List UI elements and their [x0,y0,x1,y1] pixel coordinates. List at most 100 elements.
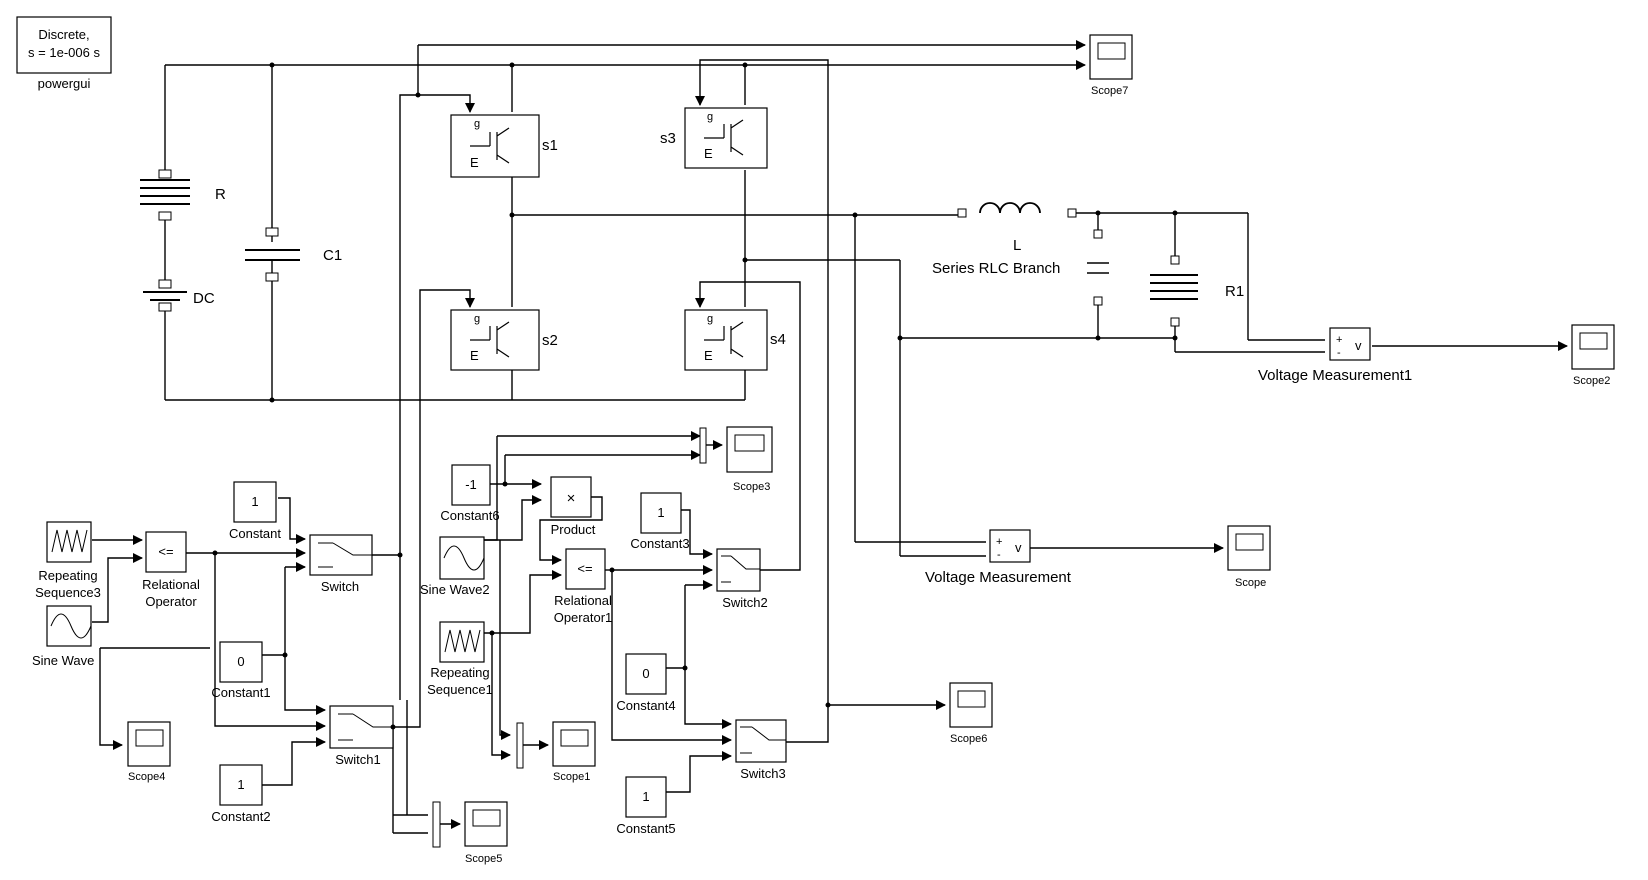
svg-text:Repeating: Repeating [38,568,97,583]
svg-text:1: 1 [642,789,649,804]
svg-text:1: 1 [237,777,244,792]
svg-text:Switch2: Switch2 [722,595,768,610]
svg-text:0: 0 [237,654,244,669]
resistor-r1[interactable]: R1 [1150,255,1244,327]
s3-g-port: g [707,111,713,123]
powergui-label: powergui [38,76,91,91]
svg-text:Scope4: Scope4 [128,771,165,783]
svg-text:-: - [1337,347,1341,359]
s2-e-port: E [470,348,479,363]
power-wires [164,40,1568,557]
scope2[interactable]: Scope2 [1571,324,1615,387]
switch1[interactable]: Switch1 [329,705,394,767]
s2-g-port: g [474,313,480,325]
powergui-sample-time: s = 1e-006 s [28,45,100,60]
svg-text:Scope5: Scope5 [465,853,502,865]
svg-text:Switch1: Switch1 [335,752,381,767]
svg-text:Sine Wave: Sine Wave [32,653,94,668]
s1-label: s1 [542,137,558,154]
igbt-s4[interactable]: g E s4 [684,309,786,371]
igbt-s3[interactable]: g E s3 [660,107,768,169]
s1-g-port: g [474,118,480,130]
constant1-block[interactable]: 0 Constant1 [211,641,271,700]
switch[interactable]: Switch [309,534,373,594]
c1-label: C1 [323,247,342,264]
svg-text:Constant6: Constant6 [440,508,499,523]
svg-text:Constant: Constant [229,526,281,541]
relational-operator[interactable]: <= Relational Operator [142,531,200,609]
constant-block[interactable]: 1 Constant [229,481,281,541]
svg-text:Switch: Switch [321,579,359,594]
switch3[interactable]: Switch3 [735,719,787,781]
svg-text:<=: <= [158,544,173,559]
svg-text:Constant5: Constant5 [616,821,675,836]
voltage-measurement[interactable]: + - v Voltage Measurement [925,529,1072,586]
svg-text:Operator: Operator [145,594,197,609]
s2-label: s2 [542,332,558,349]
svg-text:-1: -1 [465,477,477,492]
svg-text:Scope7: Scope7 [1091,85,1128,97]
sine-wave2[interactable]: Sine Wave2 [420,536,490,597]
resistor-r[interactable]: R [140,169,226,221]
svg-text:Switch3: Switch3 [740,766,786,781]
igbt-s1[interactable]: g E s1 [450,114,558,178]
s4-g-port: g [707,313,713,325]
powergui-block[interactable]: Discrete, s = 1e-006 s powergui [16,16,112,91]
capacitor-c1[interactable]: C1 [245,227,342,282]
mux-scope5[interactable] [432,801,441,848]
sine-wave[interactable]: Sine Wave [32,605,94,668]
constant5-block[interactable]: 1 Constant5 [616,776,676,836]
svg-text:Sequence3: Sequence3 [35,585,101,600]
scope[interactable]: Scope [1227,525,1271,589]
series-rlc-branch[interactable]: L Series RLC Branch [932,202,1109,306]
igbt-s2[interactable]: g E s2 [450,309,558,371]
scope1[interactable]: Scope1 [552,721,596,783]
repeating-sequence3[interactable]: Repeating Sequence3 [35,521,101,600]
svg-text:Scope: Scope [1235,577,1266,589]
relational-operator1[interactable]: <= Relational Operator1 [554,548,613,625]
svg-text:Scope2: Scope2 [1573,375,1610,387]
l-label: L [1013,237,1021,254]
scope6[interactable]: Scope6 [949,682,993,745]
s3-e-port: E [704,146,713,161]
svg-text:1: 1 [657,505,664,520]
s4-label: s4 [770,331,786,348]
vm1-label: Voltage Measurement1 [1258,367,1412,384]
s4-e-port: E [704,348,713,363]
svg-text:v: v [1015,540,1022,555]
junctions [212,62,1178,730]
repeating-sequence1[interactable]: Repeating Sequence1 [427,621,493,697]
constant4-block[interactable]: 0 Constant4 [616,653,676,713]
svg-text:+: + [1336,334,1342,346]
svg-text:0: 0 [642,666,649,681]
svg-text:1: 1 [251,494,258,509]
svg-text:Scope3: Scope3 [733,481,770,493]
vm-label: Voltage Measurement [925,569,1072,586]
constant2-block[interactable]: 1 Constant2 [211,764,271,824]
scope7[interactable]: Scope7 [1089,34,1133,97]
r-label: R [215,186,226,203]
svg-text:+: + [996,536,1002,548]
svg-text:Constant4: Constant4 [616,698,675,713]
product-block[interactable]: × Product [550,476,596,537]
voltage-measurement1[interactable]: + - v Voltage Measurement1 [1258,327,1412,384]
s1-e-port: E [470,155,479,170]
switch2[interactable]: Switch2 [716,548,768,610]
constant6-block[interactable]: -1 Constant6 [440,464,500,523]
dc-source[interactable]: DC [143,279,215,312]
scope5[interactable]: Scope5 [464,801,508,865]
svg-text:Constant3: Constant3 [630,536,689,551]
svg-text:<=: <= [577,561,592,576]
svg-text:Constant2: Constant2 [211,809,270,824]
svg-text:v: v [1355,338,1362,353]
scope4[interactable]: Scope4 [127,721,171,783]
svg-text:Constant1: Constant1 [211,685,270,700]
constant3-block[interactable]: 1 Constant3 [630,492,690,551]
mux-scope3[interactable] [699,427,707,464]
scope3[interactable]: Scope3 [726,426,773,493]
mux-scope1[interactable] [516,722,524,769]
svg-text:Product: Product [551,522,596,537]
svg-text:Sine Wave2: Sine Wave2 [420,582,490,597]
svg-text:Repeating: Repeating [430,665,489,680]
